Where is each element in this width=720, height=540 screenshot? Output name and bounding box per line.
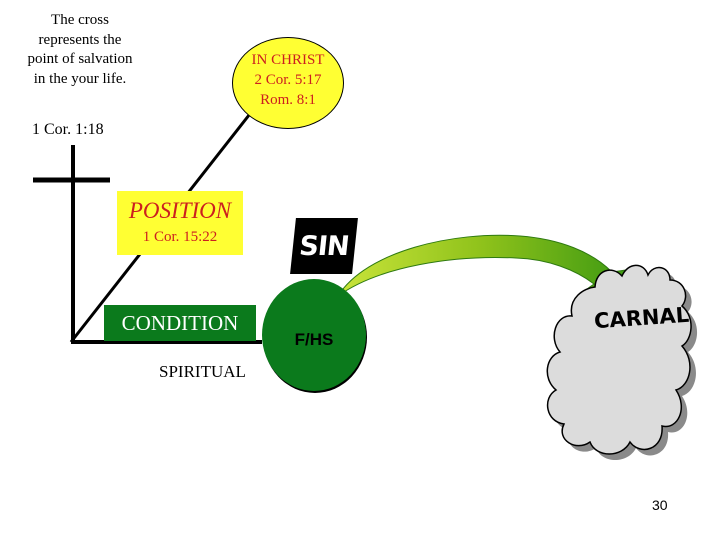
in-christ-ref: Rom. 8:1	[260, 92, 316, 108]
position-title: POSITION	[128, 198, 232, 223]
fhs-circle: F/HS	[262, 279, 366, 391]
in-christ-title: IN CHRIST	[251, 52, 325, 68]
position-box: POSITION 1 Cor. 15:22	[117, 191, 243, 255]
page-number: 30	[652, 497, 668, 513]
spiritual-label: SPIRITUAL	[159, 362, 246, 381]
cross-note-line: represents the	[38, 31, 122, 48]
cross-note-line: The cross	[51, 12, 109, 28]
cross-icon	[33, 145, 110, 343]
sin-label: SIN	[290, 218, 358, 274]
cross-reference: 1 Cor. 1:18	[32, 121, 104, 138]
in-christ-ref: 2 Cor. 5:17	[254, 72, 322, 88]
cross-note-line: in the your life.	[33, 70, 127, 87]
condition-box: CONDITION	[104, 305, 256, 341]
in-christ-circle: IN CHRIST 2 Cor. 5:17 Rom. 8:1	[232, 37, 344, 129]
cross-note-line: point of salvation	[27, 51, 133, 67]
carnal-cloud	[546, 264, 698, 460]
position-reference: 1 Cor. 15:22	[142, 229, 218, 245]
cross-note: The cross represents the point of salvat…	[8, 11, 152, 89]
